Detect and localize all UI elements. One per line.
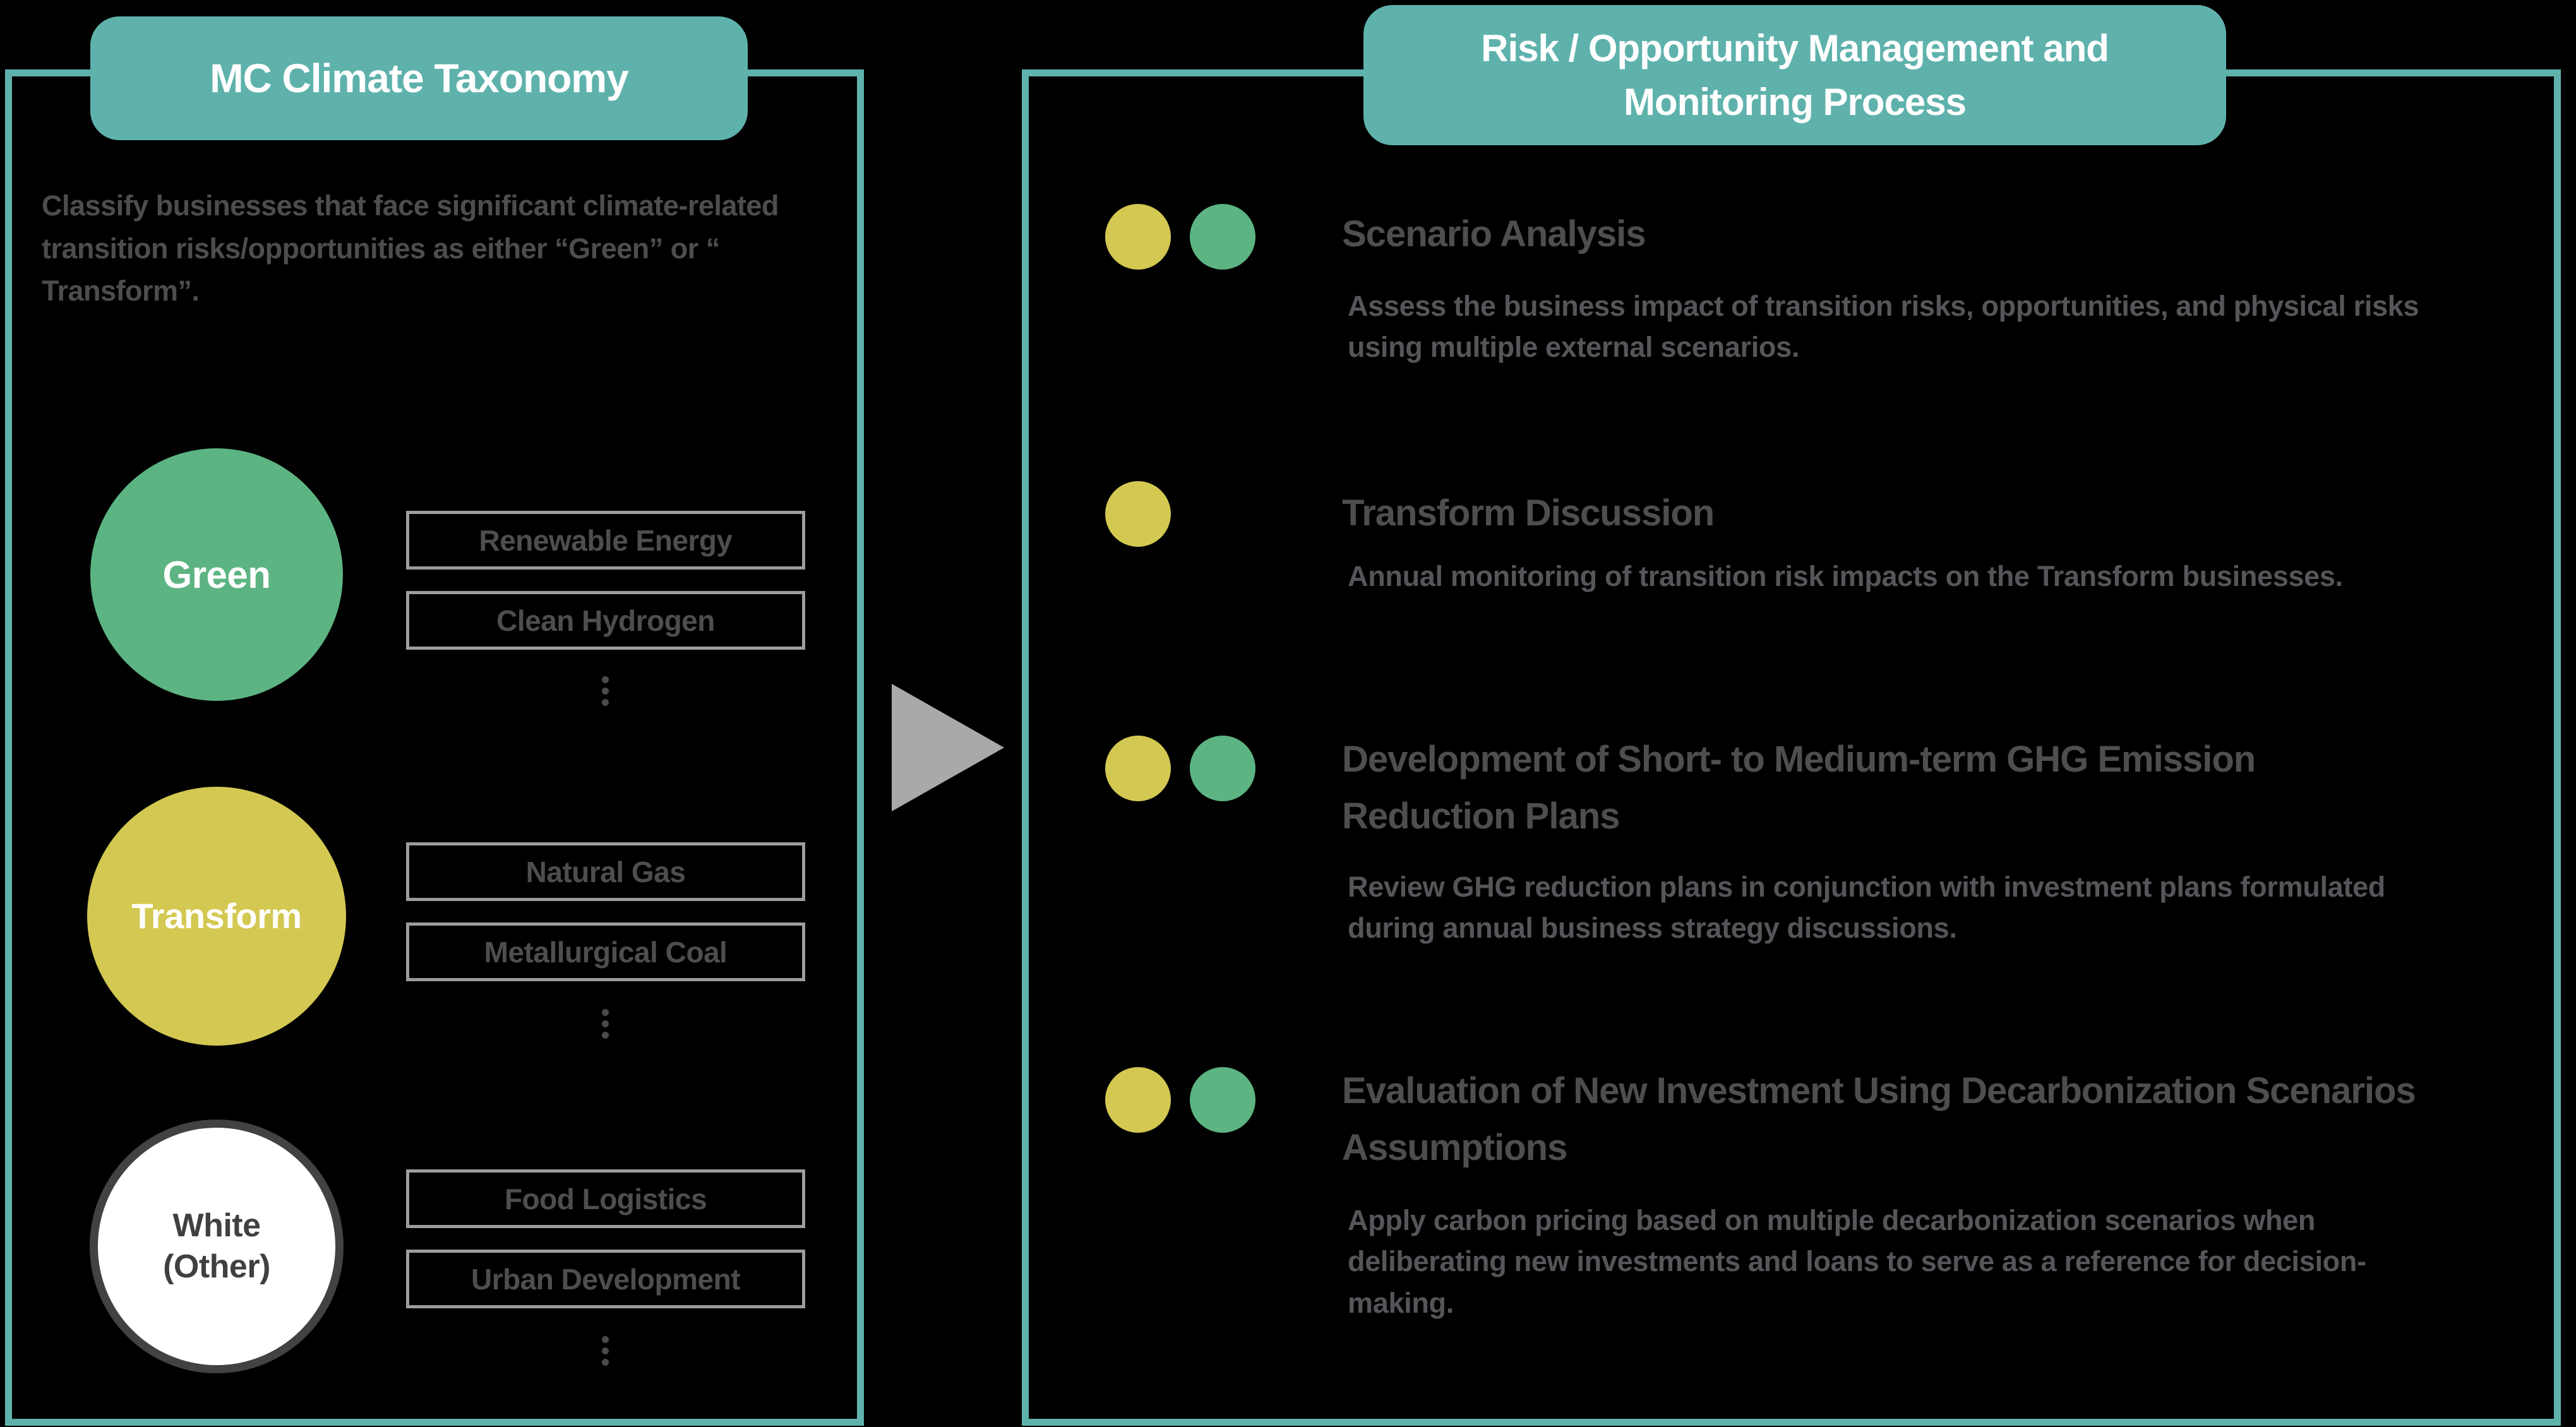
taxonomy-panel-header: MC Climate Taxonomy bbox=[90, 16, 748, 140]
business-box-label: Clean Hydrogen bbox=[496, 604, 715, 637]
process-item-dots bbox=[1105, 204, 1255, 270]
category-circle-transform: Transform bbox=[87, 787, 346, 1046]
process-item-dots bbox=[1105, 736, 1255, 801]
yellow-dot-icon bbox=[1105, 481, 1171, 547]
business-box-label: Metallurgical Coal bbox=[484, 935, 728, 969]
category-label-white: White (Other) bbox=[163, 1207, 270, 1285]
process-item-description: Apply carbon pricing based on multiple d… bbox=[1348, 1204, 2366, 1319]
green-dot-icon bbox=[1190, 1067, 1255, 1133]
flow-arrow-icon bbox=[892, 684, 1004, 811]
business-box: Food Logistics bbox=[406, 1169, 805, 1228]
process-item-dots bbox=[1105, 481, 1171, 547]
process-panel-header: Risk / Opportunity Management and Monito… bbox=[1363, 5, 2226, 145]
business-box: Renewable Energy bbox=[406, 511, 805, 570]
ellipsis-icon bbox=[602, 1336, 609, 1366]
process-item-title: Transform Discussion bbox=[1342, 493, 1715, 534]
taxonomy-description: Classify businesses that face significan… bbox=[42, 189, 779, 307]
process-panel-title: Risk / Opportunity Management and Monito… bbox=[1481, 27, 2109, 123]
green-dot-icon bbox=[1190, 736, 1255, 801]
green-dot-icon bbox=[1190, 204, 1255, 270]
yellow-dot-icon bbox=[1105, 736, 1171, 801]
business-box: Natural Gas bbox=[406, 842, 805, 901]
category-circle-white: White (Other) bbox=[90, 1120, 344, 1373]
business-box: Urban Development bbox=[406, 1250, 805, 1308]
process-item-dots bbox=[1105, 1067, 1255, 1133]
business-box-label: Renewable Energy bbox=[479, 523, 733, 557]
business-box-label: Urban Development bbox=[470, 1262, 741, 1296]
process-item-description: Assess the business impact of transition… bbox=[1348, 290, 2419, 364]
process-item-title: Development of Short- to Medium-term GHG… bbox=[1342, 739, 2256, 837]
process-item-title: Scenario Analysis bbox=[1342, 213, 1646, 254]
process-item-description: Review GHG reduction plans in conjunctio… bbox=[1348, 871, 2385, 945]
business-box: Clean Hydrogen bbox=[406, 591, 805, 650]
business-box-label: Food Logistics bbox=[504, 1182, 707, 1215]
category-label-green: Green bbox=[162, 553, 271, 596]
category-circle-green: Green bbox=[90, 448, 343, 701]
business-box: Metallurgical Coal bbox=[406, 922, 805, 981]
ellipsis-icon bbox=[602, 676, 609, 706]
process-item-description: Annual monitoring of transition risk imp… bbox=[1348, 560, 2343, 592]
process-item-title: Evaluation of New Investment Using Decar… bbox=[1342, 1070, 2416, 1168]
yellow-dot-icon bbox=[1105, 204, 1171, 270]
taxonomy-panel-title: MC Climate Taxonomy bbox=[210, 56, 629, 101]
category-label-transform: Transform bbox=[131, 896, 302, 936]
yellow-dot-icon bbox=[1105, 1067, 1171, 1133]
ellipsis-icon bbox=[602, 1009, 609, 1039]
business-box-label: Natural Gas bbox=[525, 855, 686, 888]
